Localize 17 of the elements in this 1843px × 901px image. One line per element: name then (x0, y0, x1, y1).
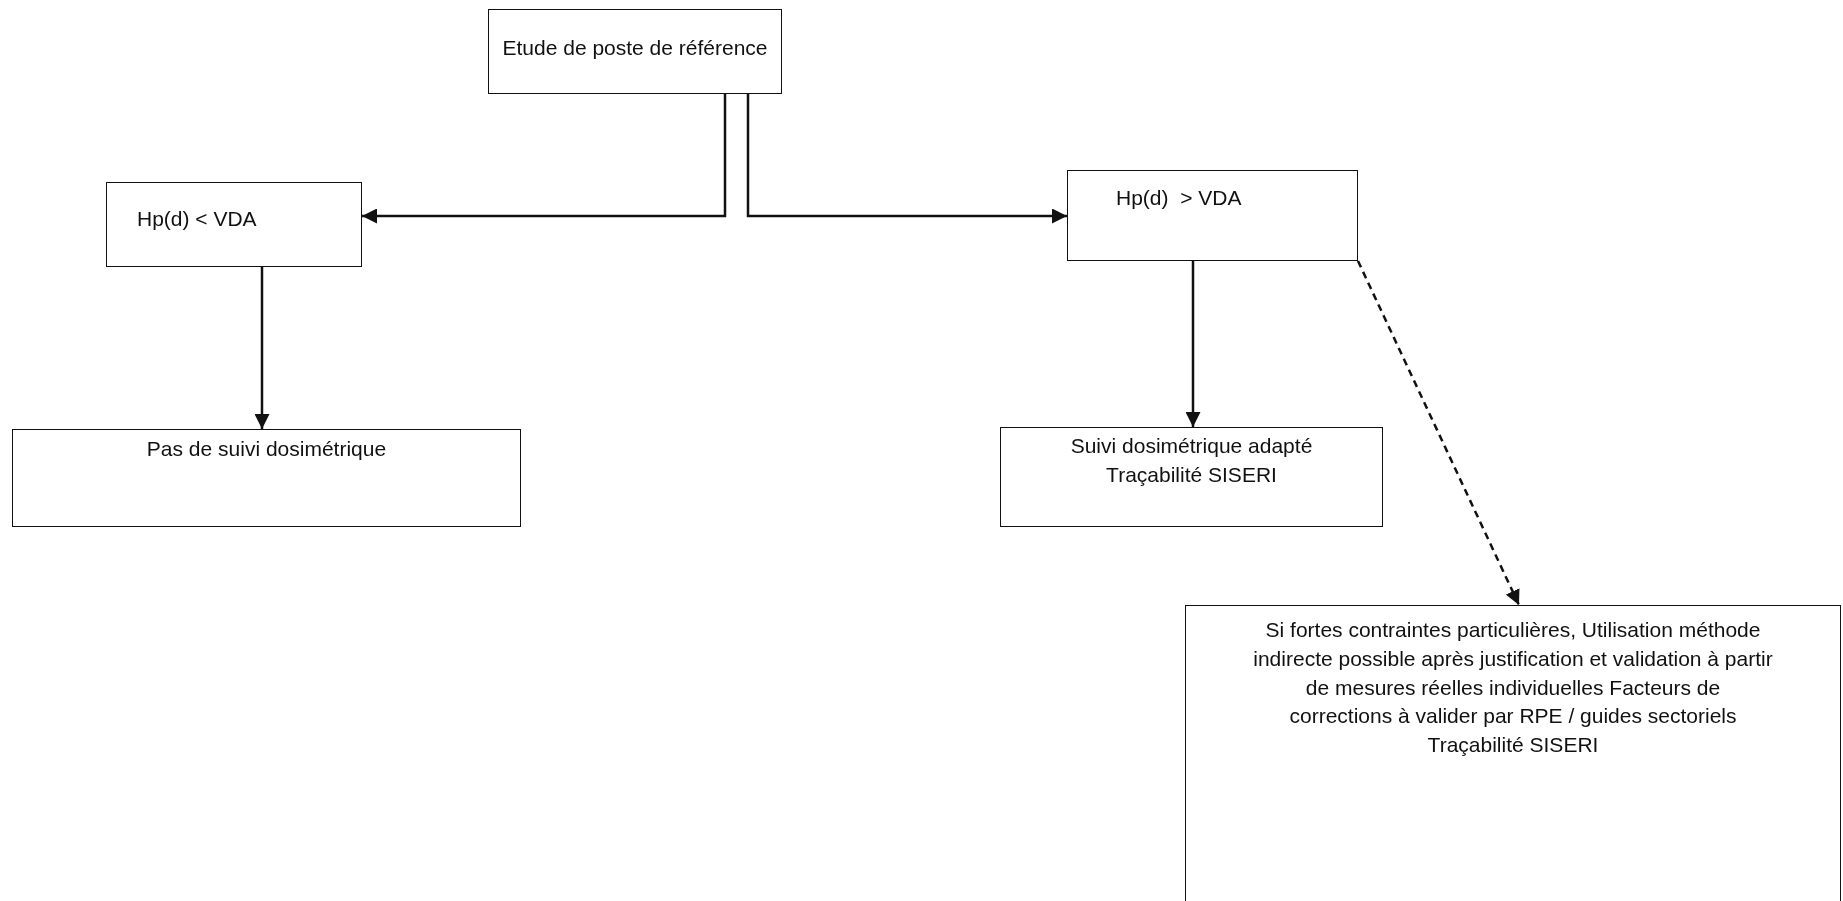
process-box (488, 9, 782, 94)
process-box (12, 429, 521, 527)
arrow (1356, 260, 1521, 606)
arrow (1185, 261, 1201, 427)
box-text: Pas de suivi dosimétrique (145, 436, 388, 462)
arrow (254, 267, 270, 429)
box-text: Si fortes contraintes particulières, Utilisation méthode indirecte possible après justification et validation à partir de mesures réelles individuelles Facteurs de corrections à valider par RPE / guides sectoriels Traçabilité SISERI (1253, 617, 1773, 759)
process-box (106, 182, 362, 267)
box-text: Etude de poste de référence (502, 35, 768, 61)
process-box (1185, 605, 1841, 901)
box-text: Hp(d) < VDA (137, 206, 257, 232)
arrow (362, 94, 727, 224)
box-text: Suivi dosimétrique adapté Traçabilité SISERI (1069, 433, 1314, 488)
process-box (1067, 170, 1358, 261)
arrow (746, 94, 1067, 224)
box-text: Hp(d) > VDA (1116, 185, 1242, 211)
process-box (1000, 427, 1383, 527)
